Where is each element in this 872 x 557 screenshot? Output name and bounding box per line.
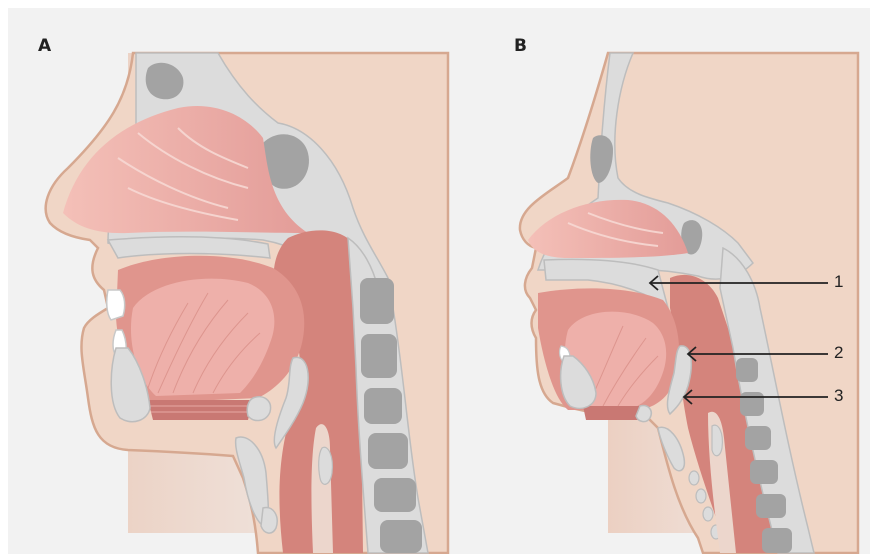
figure-frame: A B [8,8,870,554]
panel-a-upper-tooth [107,290,125,320]
callout-number-2: 2 [834,343,843,363]
anatomy-illustration [8,8,870,554]
panel-a-airway [311,424,333,553]
panel-a-esophagus-ring [319,447,333,484]
panel-a-head [46,53,448,553]
panel-a-trachea-ring [261,508,277,534]
panel-a-floor-muscle [148,400,253,420]
panel-a-hyoid [247,397,270,421]
callout-number-3: 3 [834,386,843,406]
callout-number-1: 1 [834,272,843,292]
panel-b-head [520,53,858,553]
